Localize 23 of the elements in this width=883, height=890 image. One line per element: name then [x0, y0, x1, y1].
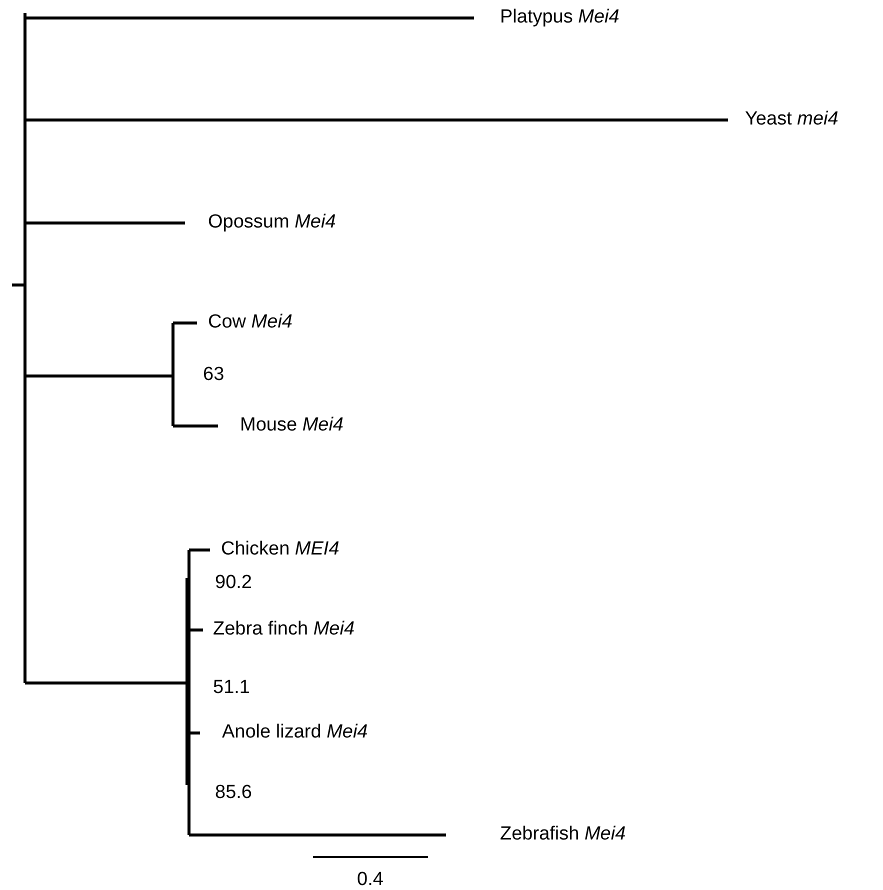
- taxon-label: Cow Mei4: [208, 312, 292, 332]
- tree-branch: [189, 834, 446, 836]
- scale-label: 0.4: [357, 868, 384, 890]
- bootstrap-value: 90.2: [215, 571, 252, 595]
- tree-branch: [25, 222, 185, 224]
- tree-branch: [189, 628, 203, 632]
- tree-branch: [173, 322, 197, 324]
- taxon-label: Yeast mei4: [745, 108, 838, 130]
- taxon-label: Mouse Mei4: [240, 414, 344, 436]
- taxon-label: Platypus Mei4: [500, 6, 620, 28]
- bootstrap-value: 51.1: [213, 676, 250, 700]
- taxon-label: Chicken MEI4: [221, 538, 340, 560]
- taxon-label: Opossum Mei4: [208, 212, 336, 232]
- tree-branch: [25, 118, 728, 122]
- tree-branch: [25, 16, 474, 20]
- taxon-label: Zebra finch Mei4: [213, 618, 355, 640]
- taxon-label: Anole lizard Mei4: [222, 722, 368, 742]
- taxon-label: Zebrafish Mei4: [500, 824, 626, 844]
- bootstrap-value: 85.6: [215, 781, 252, 805]
- tree-branch: [189, 548, 210, 552]
- bootstrap-value: 63: [203, 363, 224, 387]
- tree-branch: [173, 424, 218, 428]
- tree-branch: [189, 732, 200, 734]
